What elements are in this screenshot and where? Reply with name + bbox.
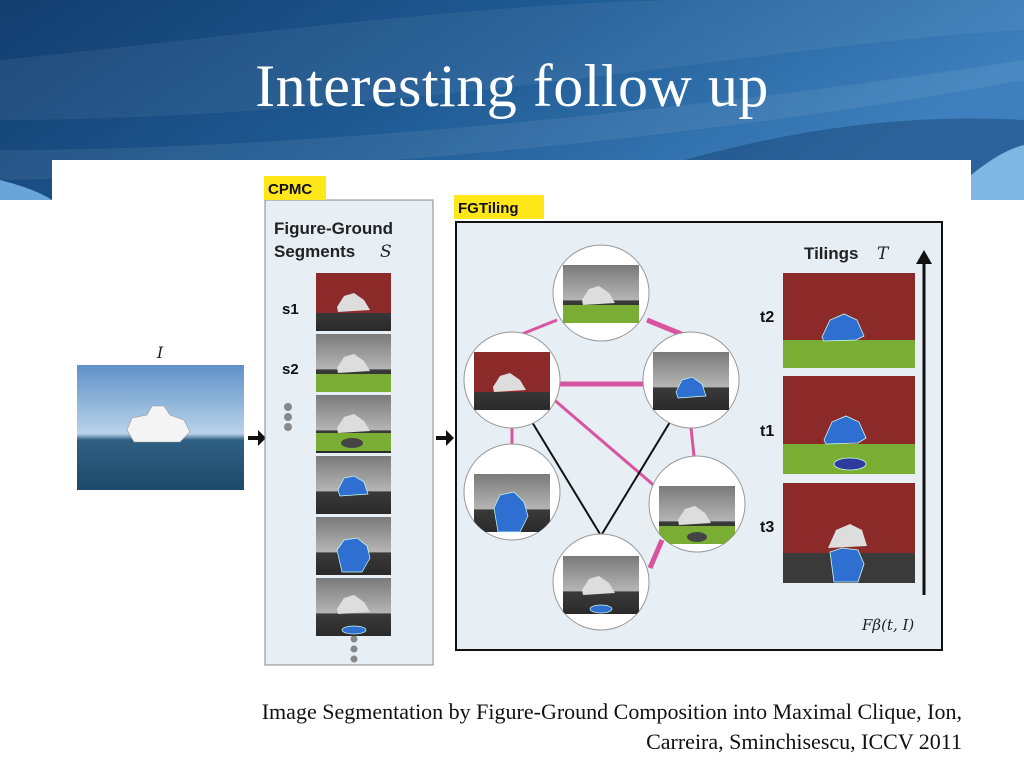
score-arrow bbox=[916, 250, 932, 595]
fgtiling-label-bg bbox=[454, 195, 544, 219]
cpmc-label: CPMC bbox=[268, 181, 312, 198]
slide-title: Interesting follow up bbox=[255, 53, 769, 119]
input-label: I bbox=[156, 343, 164, 362]
segments-symbol: S bbox=[380, 242, 392, 262]
cpmc-label-bg bbox=[264, 176, 326, 200]
tiling-label-t2: t2 bbox=[760, 309, 774, 326]
graph-node bbox=[552, 533, 650, 631]
tilings-symbol: T bbox=[877, 244, 890, 264]
segment-thumb bbox=[316, 395, 391, 453]
segment-thumbnails bbox=[316, 273, 391, 636]
input-image bbox=[77, 365, 244, 490]
caption-line-1: Image Segmentation by Figure-Ground Comp… bbox=[261, 699, 962, 724]
segment-label-s2: s2 bbox=[282, 361, 299, 378]
segment-thumb bbox=[316, 273, 391, 331]
tiling-images bbox=[783, 273, 915, 583]
segment-thumb bbox=[316, 334, 391, 392]
tilings-title: Tilings bbox=[804, 244, 858, 263]
segment-thumb bbox=[316, 578, 391, 636]
tiling-image bbox=[783, 273, 915, 368]
segments-title-line1: Figure-Ground bbox=[274, 219, 393, 238]
tiling-image bbox=[783, 483, 915, 583]
segment-thumb bbox=[316, 517, 391, 575]
graph-nodes bbox=[463, 244, 746, 631]
graph-node bbox=[552, 244, 650, 342]
vertical-ellipsis bbox=[284, 403, 358, 663]
graph-node bbox=[463, 331, 561, 429]
segments-title-line2: Segments bbox=[274, 242, 355, 261]
graph-node bbox=[648, 455, 746, 553]
segment-label-s1: s1 bbox=[282, 301, 299, 318]
paper-figure: I CPMC Figure-Ground Segments S s1 s2 bbox=[52, 160, 971, 680]
fgtiling-label: FGTiling bbox=[458, 200, 519, 217]
graph-node bbox=[642, 331, 740, 429]
figure-caption: Image Segmentation by Figure-Ground Comp… bbox=[90, 697, 962, 757]
tiling-image bbox=[783, 376, 915, 474]
tiling-label-t3: t3 bbox=[760, 519, 774, 536]
tiling-label-t1: t1 bbox=[760, 423, 774, 440]
pipeline-diagram: I CPMC Figure-Ground Segments S s1 s2 bbox=[77, 176, 943, 666]
segment-thumb bbox=[316, 456, 391, 514]
caption-line-2: Carreira, Sminchisescu, ICCV 2011 bbox=[646, 729, 962, 754]
graph-node bbox=[463, 443, 561, 541]
score-label: Fβ(t, I) bbox=[861, 616, 914, 634]
